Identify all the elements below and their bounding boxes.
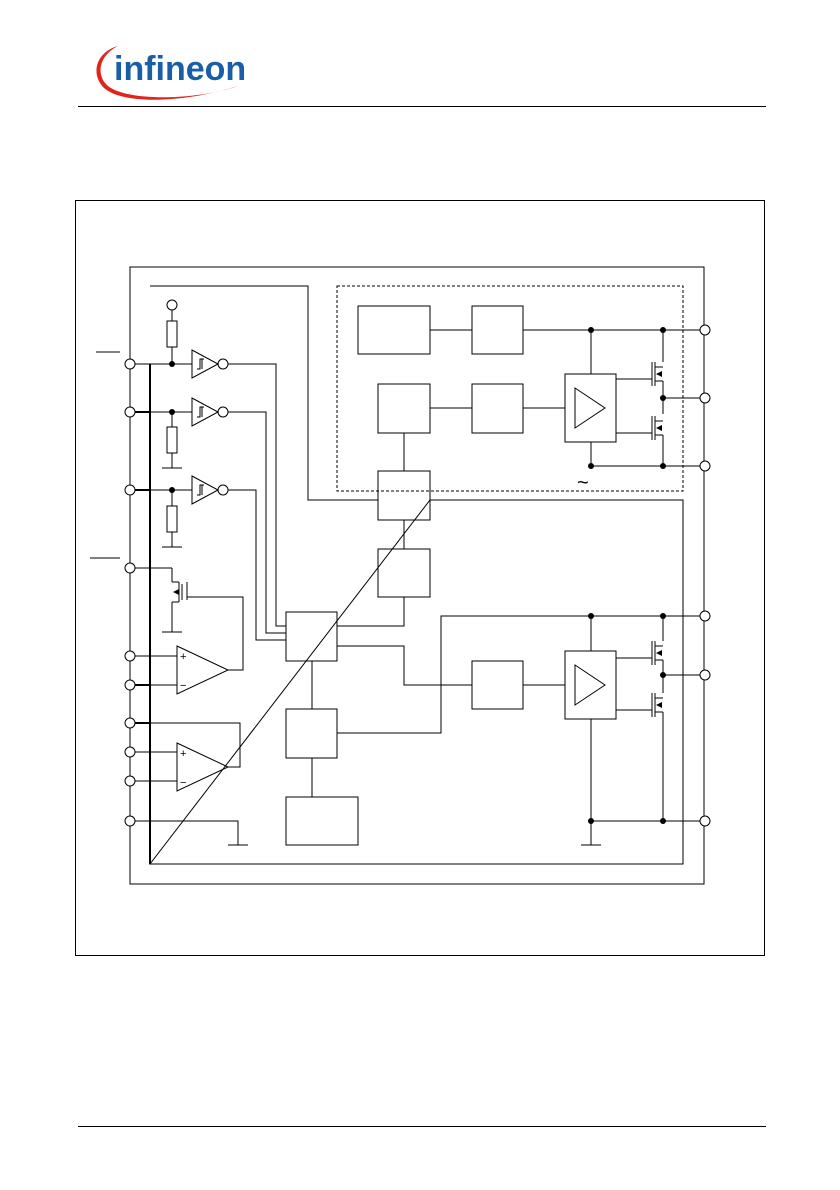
pin-left-2 — [124, 406, 136, 418]
comparator-2-plus: + — [180, 748, 186, 760]
chip-outline — [148, 285, 684, 865]
package-outline — [129, 266, 705, 885]
pin-right-2 — [699, 392, 711, 404]
infineon-logo: infineon — [96, 46, 246, 100]
pin-left-4 — [124, 562, 136, 574]
comparator-1-plus: + — [180, 651, 186, 663]
pin-right-4 — [699, 610, 711, 622]
pin-right-6 — [699, 815, 711, 827]
pin-left-5 — [124, 650, 136, 662]
pin-left-6 — [124, 679, 136, 691]
block-lower-driver — [471, 660, 524, 710]
pin-left-7 — [124, 717, 136, 729]
comparator-1 — [176, 645, 230, 695]
pin-right-3 — [699, 460, 711, 472]
block-top-large — [357, 305, 431, 355]
diagram-frame — [75, 200, 765, 956]
driver-amp-lower-box — [564, 650, 617, 720]
driver-amp-lower — [574, 664, 606, 706]
pin-left-10 — [124, 815, 136, 827]
pin-left-8 — [124, 746, 136, 758]
pin-left-1 — [124, 358, 136, 370]
block-bottom — [285, 796, 359, 846]
block-center-1 — [377, 470, 431, 521]
pin-right-5 — [699, 669, 711, 681]
block-logic-2 — [285, 708, 338, 759]
pin-right-1 — [699, 324, 711, 336]
header-rule — [78, 106, 766, 107]
footer-rule — [78, 1126, 766, 1127]
comparator-2 — [176, 742, 230, 792]
driver-amp-upper-box — [564, 373, 617, 443]
block-mid-right — [471, 383, 524, 434]
power-stage-dashed-box — [336, 285, 684, 492]
ac-symbol: ~ — [577, 472, 589, 494]
comparator-1-minus: − — [180, 680, 186, 692]
pin-left-3 — [124, 484, 136, 496]
block-top-right — [471, 305, 524, 355]
comparator-2-minus: − — [180, 777, 186, 789]
driver-amp-upper — [574, 387, 606, 429]
schmitt-buffer-1 — [191, 349, 220, 379]
schmitt-buffer-3 — [191, 475, 220, 505]
pin-left-9 — [124, 775, 136, 787]
schmitt-buffer-2 — [191, 397, 220, 427]
block-center-2 — [377, 548, 431, 598]
block-mid-left — [377, 383, 431, 434]
logo-wordmark: infineon — [114, 50, 246, 88]
